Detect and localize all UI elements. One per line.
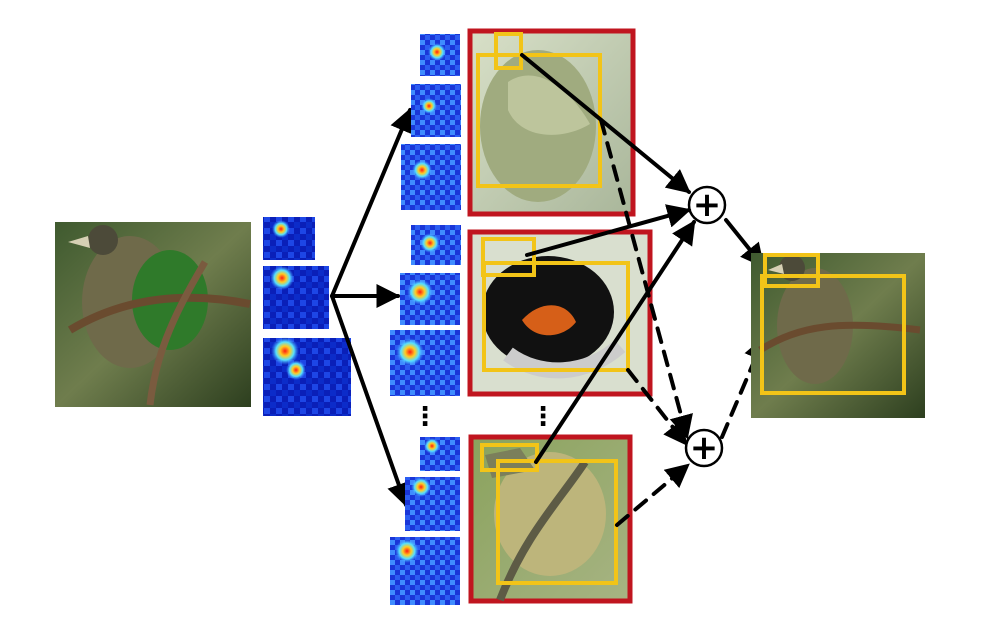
fusion-plus-symbol: +	[690, 428, 719, 468]
arrow-from-crop-3	[534, 219, 696, 464]
fusion-node-dashed: +	[684, 428, 724, 468]
output-part-box-small	[763, 253, 820, 288]
heatmap-ellipsis: ⋮	[412, 402, 438, 432]
crop-image-1	[467, 28, 636, 217]
solid-fusion-arrows	[520, 53, 765, 464]
arrow-from-crop-2	[525, 204, 692, 257]
crop-image-2: ⋮	[467, 229, 653, 432]
part-box-large	[496, 459, 618, 585]
input-heatmap-large	[263, 337, 351, 416]
crop-image-3	[468, 434, 633, 604]
heatmap-tile	[411, 84, 461, 137]
dashed-arrow-from-crop-2	[626, 368, 688, 446]
output-bird-image	[751, 253, 925, 418]
part-box-small	[481, 237, 536, 277]
heatmap-tile	[401, 144, 461, 210]
input-heatmap-small	[263, 217, 315, 260]
fusion-node-solid: +	[687, 185, 727, 225]
heatmap-stack-3	[390, 437, 460, 605]
heatmap-stack-2: ⋮	[390, 225, 461, 432]
part-box-small	[494, 32, 523, 70]
dashed-arrow-to-output	[720, 335, 767, 439]
output-part-box-large	[760, 274, 906, 395]
part-box-large	[482, 261, 630, 372]
heatmap-stack-1	[401, 34, 461, 210]
dashed-arrow-from-crop-3	[615, 463, 690, 527]
crop-ellipsis: ⋮	[530, 402, 556, 432]
dashed-fusion-arrows	[599, 118, 767, 527]
split-arrow-down	[330, 294, 411, 508]
heatmap-tile	[390, 330, 460, 396]
dashed-arrow-from-crop-1	[599, 118, 693, 440]
input-bird-image	[55, 222, 251, 407]
fusion-plus-symbol: +	[693, 185, 722, 225]
input-heatmap-medium	[263, 266, 329, 329]
arrow-from-crop-1	[520, 53, 691, 194]
split-arrows	[330, 107, 413, 508]
split-arrow-up	[330, 107, 413, 298]
